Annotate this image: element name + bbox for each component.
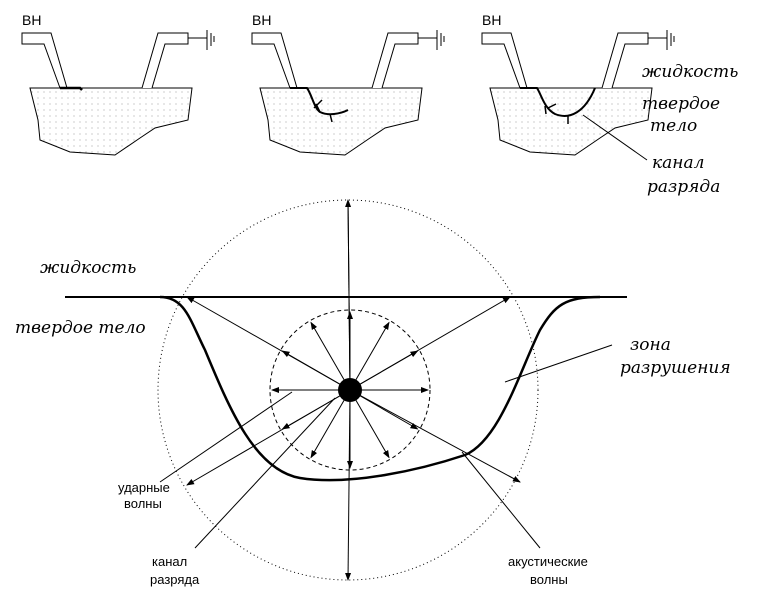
shock-wave-arrow xyxy=(310,321,351,391)
hv-label: ВН xyxy=(252,12,271,28)
zone-label-2: разрушения xyxy=(620,358,731,378)
discharge-stage-panel: ВН xyxy=(21,12,215,156)
ground-electrode xyxy=(371,32,419,89)
discharge-channel xyxy=(60,86,83,91)
acoustic-label-1: акустические xyxy=(508,554,588,569)
discharge-channel xyxy=(520,87,596,124)
ground-electrode xyxy=(141,32,189,89)
discharge-stage-panel: ВН xyxy=(481,12,675,156)
shock-wave-circle xyxy=(269,309,431,471)
top-liquid-label: жидкость xyxy=(642,62,738,82)
top-solid-label-1: твердое xyxy=(642,94,720,114)
acoustic-wave-arrow xyxy=(347,199,354,398)
ground-icon xyxy=(188,30,215,50)
top-channel-label-2: разряда xyxy=(647,177,720,197)
top-channel-leader xyxy=(582,114,648,161)
hv-electrode xyxy=(251,32,298,89)
shock-leader xyxy=(159,391,293,483)
ground-icon xyxy=(648,30,675,50)
solid-body xyxy=(259,87,423,156)
ground-icon xyxy=(418,30,445,50)
zone-leader xyxy=(504,344,613,383)
solid-body xyxy=(489,87,653,156)
hv-label: ВН xyxy=(482,12,501,28)
hv-electrode xyxy=(481,32,528,89)
top-solid-label-2: тело xyxy=(650,116,697,136)
acoustic-wave-arrow xyxy=(349,296,511,391)
acoustic-wave-arrow xyxy=(345,389,352,581)
shock-wave-arrow xyxy=(349,321,390,391)
acoustic-wave-circle xyxy=(157,199,539,581)
solid-body xyxy=(29,87,193,156)
shock-label-2: волны xyxy=(124,496,162,511)
hv-electrode xyxy=(21,32,68,89)
acoustic-leader xyxy=(461,451,541,549)
hv-label: ВН xyxy=(22,12,41,28)
channel-label-2: разряда xyxy=(150,572,200,587)
top-channel-label-1: канал xyxy=(652,153,704,173)
acoustic-wave-arrow xyxy=(349,389,521,483)
solid-label: твердое тело xyxy=(15,318,146,338)
acoustic-label-2: волны xyxy=(530,572,568,587)
acoustic-wave-arrow xyxy=(186,389,351,486)
shock-label-1: ударные xyxy=(118,480,170,495)
acoustic-wave-arrow xyxy=(186,296,351,391)
fracture-zone-boundary xyxy=(159,295,601,482)
discharge-stage-panel: ВН xyxy=(251,12,445,156)
discharge-channel-dot xyxy=(338,378,362,402)
shock-wave-arrow xyxy=(310,389,351,459)
discharge-channel xyxy=(290,87,349,123)
shock-wave-arrow xyxy=(349,389,390,459)
liquid-label: жидкость xyxy=(40,258,136,278)
channel-label-1: канал xyxy=(152,554,187,569)
channel-leader xyxy=(194,397,336,549)
zone-label-1: зона xyxy=(630,335,671,355)
